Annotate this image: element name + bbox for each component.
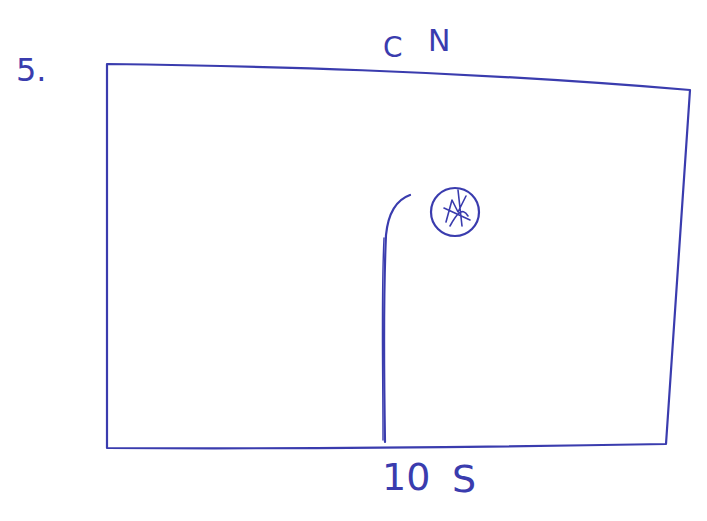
room-outline bbox=[107, 64, 690, 448]
distance-number: 10 bbox=[382, 458, 430, 496]
corner-letter: C bbox=[383, 34, 403, 62]
marker-circle bbox=[431, 188, 479, 236]
item-number: 5. bbox=[16, 54, 47, 86]
marker-scribble bbox=[444, 190, 470, 226]
path-line-stroke bbox=[382, 238, 384, 440]
north-mark: N bbox=[428, 26, 450, 56]
south-mark: S bbox=[452, 460, 476, 498]
path-line bbox=[384, 195, 410, 442]
